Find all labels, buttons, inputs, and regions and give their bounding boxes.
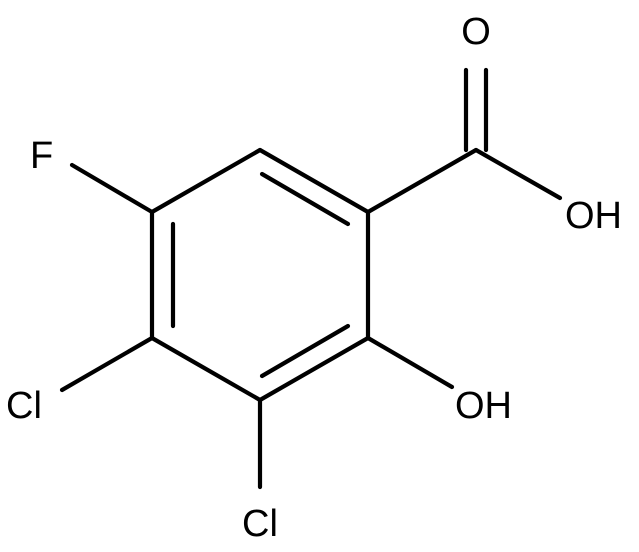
ring-bond-c3-c4 [257,335,371,403]
chlorine-label-position-3: Cl [242,503,278,545]
ring-bond-c6-c1 [149,147,263,215]
ring-bond-c1-c2 [257,147,371,215]
ring-bond-c1-c2-inner [259,171,351,227]
bond-c6-fluorine [69,162,155,215]
phenol-hydroxyl-label: OH [455,385,512,427]
chlorine-label-position-4: Cl [6,385,42,427]
bond-c5-chlorine [59,335,155,393]
ring-bond-c4-c5 [149,335,263,403]
fluorine-label: F [30,135,53,177]
bond-carboxyl-hydroxyl [473,147,563,201]
bond-c3-hydroxyl [365,335,455,390]
carbonyl-oxygen-label: O [461,11,491,53]
bond-c2-carboxyl-carbon [365,147,479,215]
ring-bond-c3-c4-inner [259,323,351,379]
carboxylic-hydroxyl-label: OH [565,195,622,237]
